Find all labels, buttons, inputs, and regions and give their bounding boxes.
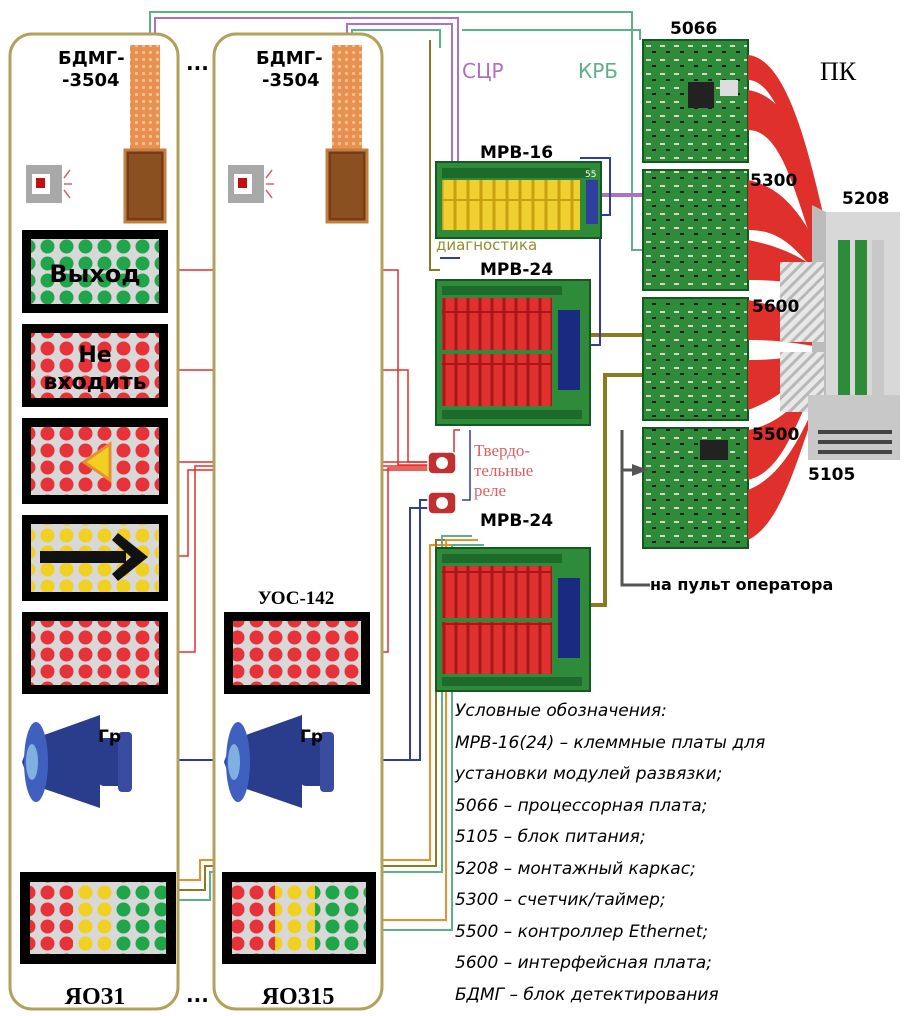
mrv24-bottom-board bbox=[436, 548, 590, 691]
chassis-5208-label: 5208 bbox=[842, 189, 889, 209]
traffic-light-left bbox=[20, 872, 176, 964]
sign-red-matrix-left bbox=[22, 612, 168, 694]
mrv24-bottom-label: МРВ-24 bbox=[480, 511, 553, 531]
mrv24-top-board bbox=[436, 280, 590, 425]
relays-label-1: Твердо- bbox=[474, 441, 530, 460]
yaoz1-label: ЯОЗ1 bbox=[65, 984, 126, 1010]
legend-line: установки модулей развязки; bbox=[455, 759, 905, 791]
ellipsis-bottom: ... bbox=[186, 983, 209, 1007]
legend-line: МРВ-16(24) – клеммные платы для bbox=[455, 728, 905, 760]
board-5600-label: 5600 bbox=[752, 297, 799, 317]
board-5300-label: 5300 bbox=[750, 171, 797, 191]
bdmg-detector-right bbox=[327, 45, 367, 222]
legend-line: 5300 – счетчик/таймер; bbox=[455, 885, 905, 917]
bdmg-detector-left bbox=[125, 45, 165, 222]
power-5105-label: 5105 bbox=[808, 465, 855, 485]
bdmg-right-label-2: -3504 bbox=[262, 70, 320, 91]
yaoz15-label: ЯОЗ15 bbox=[262, 984, 335, 1010]
legend-line: Условные обозначения: bbox=[455, 696, 905, 728]
board-5066-label: 5066 bbox=[670, 19, 717, 39]
bdmg-left-label-1: БДМГ- bbox=[58, 48, 125, 69]
bdmg-right-label-1: БДМГ- bbox=[256, 48, 323, 69]
board-5300 bbox=[643, 170, 748, 290]
board-5600 bbox=[643, 298, 748, 420]
legend-line: 5105 – блок питания; bbox=[455, 822, 905, 854]
krb-label: КРБ bbox=[578, 59, 618, 83]
sign-no-entry-label-2: входить bbox=[43, 370, 146, 395]
legend-line: 5500 – контроллер Ethernet; bbox=[455, 917, 905, 949]
horn-right-label: Гр bbox=[300, 727, 323, 747]
sign-warning bbox=[22, 418, 168, 504]
operator-label: на пульт оператора bbox=[650, 575, 833, 594]
pc-label: ПК bbox=[820, 57, 857, 86]
legend-line: БДМГ – блок детектирования bbox=[455, 980, 905, 1012]
board-5500 bbox=[643, 428, 748, 548]
relays-label-3: реле bbox=[474, 481, 506, 500]
traffic-light-right bbox=[222, 872, 376, 964]
board-5066 bbox=[643, 40, 748, 162]
power-supply-5105 bbox=[808, 395, 900, 460]
legend-line: 5066 – процессорная плата; bbox=[455, 791, 905, 823]
sign-exit-label: Выход bbox=[49, 260, 140, 288]
mrv16-pin-label: 55 bbox=[585, 170, 596, 180]
relays-label-2: тельные bbox=[474, 461, 533, 480]
legend-line: 5208 – монтажный каркас; bbox=[455, 854, 905, 886]
bdmg-left-label-2: -3504 bbox=[62, 70, 120, 91]
mrv24-top-label: МРВ-24 bbox=[480, 260, 553, 280]
scr-label: СЦР bbox=[462, 59, 504, 83]
solid-state-relay-2 bbox=[428, 492, 456, 514]
board-5500-label: 5500 bbox=[752, 425, 799, 445]
mrv16-board bbox=[436, 162, 601, 238]
sign-uos-matrix bbox=[224, 612, 370, 694]
legend: Условные обозначения: МРВ-16(24) – клемм… bbox=[455, 696, 905, 1011]
diagnostika-label: диагностика bbox=[436, 236, 537, 254]
sign-no-entry-label-1: Не bbox=[78, 343, 111, 368]
legend-line: 5600 – интерфейсная плата; bbox=[455, 948, 905, 980]
uos-label: УОС-142 bbox=[258, 588, 335, 609]
mrv16-label: МРВ-16 bbox=[480, 143, 553, 163]
horn-left-label: Гр bbox=[98, 727, 121, 747]
sign-arrow bbox=[22, 515, 168, 601]
solid-state-relay-1 bbox=[428, 452, 456, 474]
ellipsis-top: ... bbox=[186, 51, 209, 75]
